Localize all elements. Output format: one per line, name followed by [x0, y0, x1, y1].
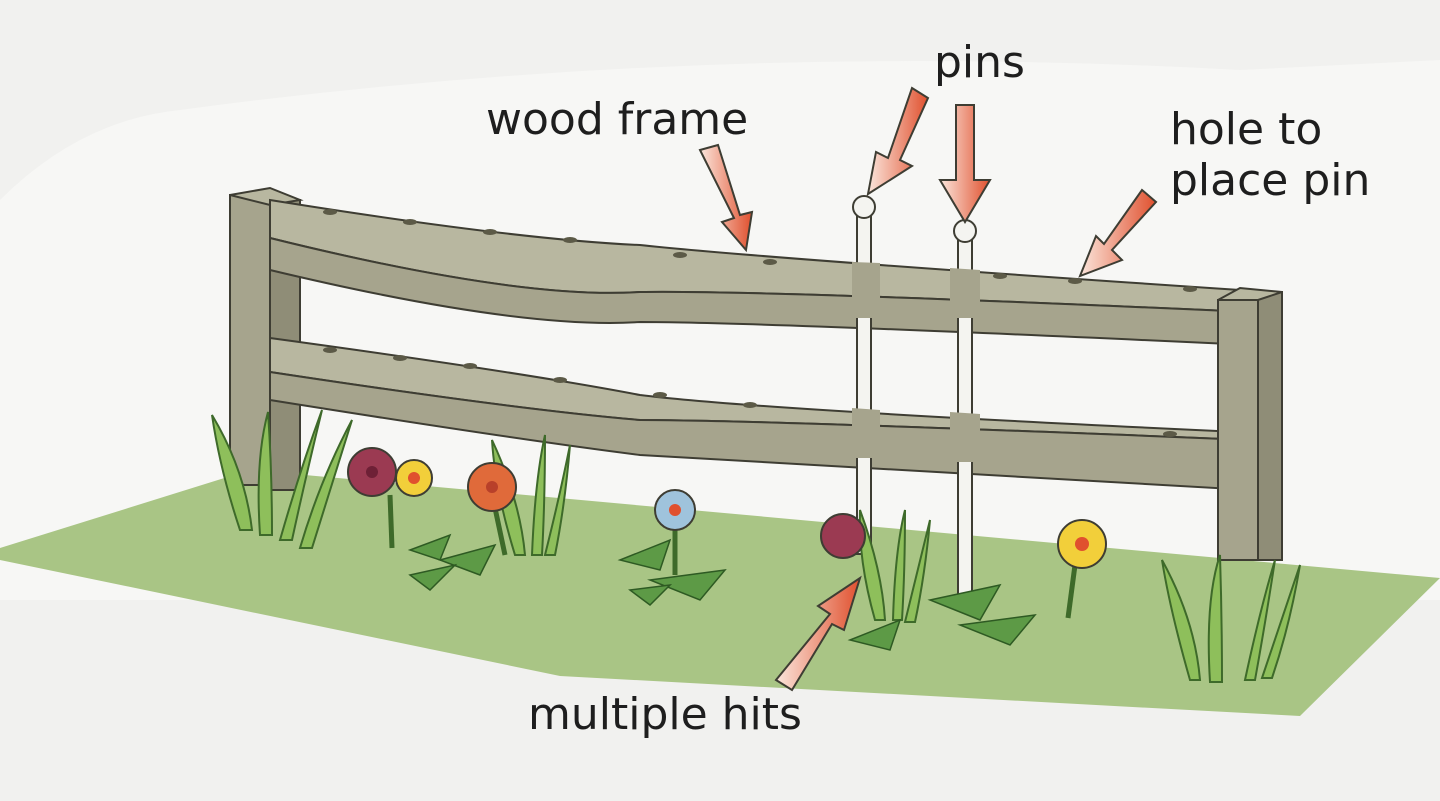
arrow-hole: [1078, 188, 1158, 278]
flower-blue: [654, 489, 696, 575]
arrow-pin-left: [866, 86, 930, 197]
bottom-rail-holes: [323, 347, 1177, 437]
label-hole-line1: hole to: [1170, 104, 1323, 155]
flower-yellow-left: [395, 459, 433, 497]
top-rail-holes: [323, 209, 1197, 292]
ground-foliage: [407, 533, 1037, 651]
arrow-multiple-hits: [774, 575, 862, 692]
flower-orange: [467, 462, 517, 556]
pin-left: [852, 195, 876, 555]
grass-clump-left: [211, 409, 353, 549]
flower-maroon-center: [820, 513, 866, 559]
label-multiple-hits: multiple hits: [528, 689, 802, 740]
grass-clump-right: [1161, 554, 1301, 683]
label-hole-line2: place pin: [1170, 154, 1371, 206]
bottom-rail: [269, 336, 1254, 492]
arrow-wood-frame: [698, 143, 754, 253]
label-hole-to-place-pin: hole to place pin: [1170, 104, 1371, 206]
right-post: [1217, 286, 1283, 561]
arrow-pin-right: [938, 104, 992, 224]
grass-ground: [0, 470, 1440, 716]
flower-yellow-right: [1057, 519, 1107, 619]
label-wood-frame: wood frame: [486, 94, 749, 145]
grass-clump-center: [858, 509, 931, 623]
label-pins: pins: [934, 37, 1025, 88]
